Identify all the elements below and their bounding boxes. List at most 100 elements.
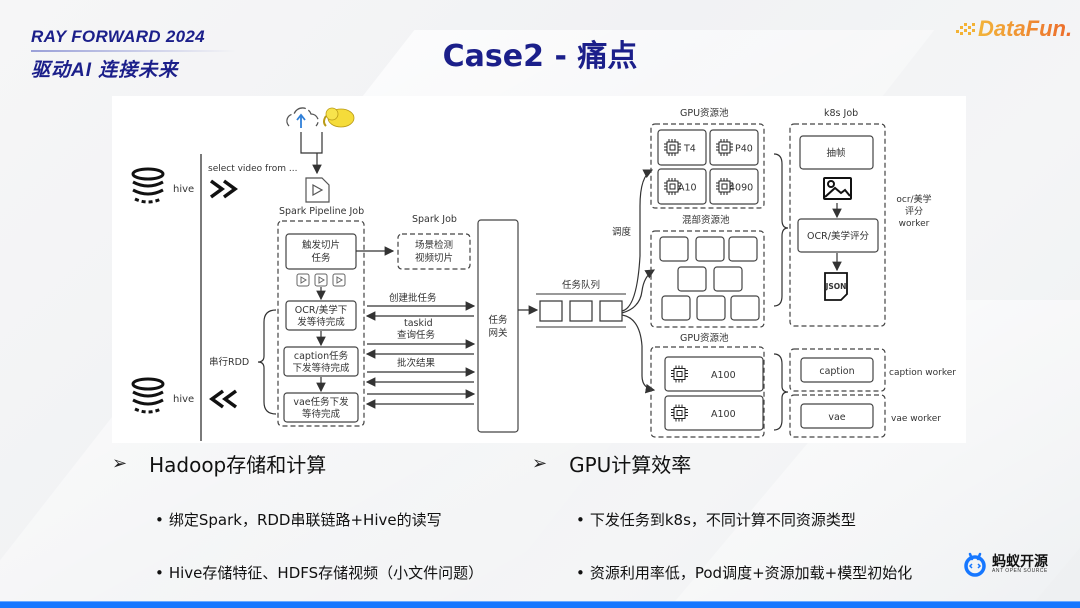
- mixed-pool-title: 混部资源池: [682, 214, 730, 226]
- bullet-dot-icon: •: [576, 564, 585, 582]
- pipeline-step-caption: caption任务 下发等待完成: [284, 347, 358, 376]
- k8s-step-ocr-score: OCR/美学评分: [798, 219, 878, 252]
- task-gateway-box: 任务 网关: [478, 220, 518, 432]
- svg-text:等待完成: 等待完成: [302, 408, 341, 420]
- svg-text:场景检测: 场景检测: [415, 239, 453, 251]
- mixed-pool-nodes: [660, 237, 759, 320]
- pipeline-step-ocr: OCR/美学下 发等待完成: [286, 301, 356, 330]
- datafun-logo-text: DataFun.: [978, 16, 1072, 42]
- section-heading-hadoop: ➢ Hadoop存储和计算: [112, 449, 326, 478]
- schedule-arrow-a100: [622, 315, 654, 390]
- gpu-card: T4: [658, 130, 706, 165]
- section-heading-gpu: ➢ GPU计算效率: [532, 449, 691, 478]
- create-batch-task-label: 创建批任务: [389, 292, 437, 304]
- ant-logo-icon: [962, 551, 988, 577]
- svg-text:发等待完成: 发等待完成: [297, 316, 345, 328]
- svg-text:抽帧: 抽帧: [826, 147, 846, 159]
- serial-rdd-brace: [258, 310, 276, 414]
- svg-text:vae: vae: [828, 412, 845, 423]
- bullet-text: 资源利用率低，Pod调度+资源加载+模型初始化: [590, 564, 912, 582]
- arrow-bullet-icon: ➢: [532, 453, 547, 474]
- query-task-label: 查询任务: [397, 329, 436, 341]
- hive-database-icon: [133, 379, 163, 412]
- bullet-item: •绑定Spark，RDD串联链路+Hive的读写: [155, 509, 442, 530]
- svg-text:JSON: JSON: [825, 282, 847, 291]
- bottom-accent-bar: [0, 602, 1080, 608]
- section-heading-text: Hadoop存储和计算: [149, 449, 326, 478]
- cloud-upload-icon: [287, 108, 318, 128]
- architecture-diagram: hive select video from ... Spark Pipelin…: [112, 96, 966, 443]
- svg-text:caption任务: caption任务: [294, 350, 349, 362]
- arrow-bullet-icon: ➢: [112, 453, 127, 474]
- bullet-text: 绑定Spark，RDD串联链路+Hive的读写: [169, 511, 442, 529]
- taskid-label: taskid: [404, 318, 433, 329]
- svg-text:OCR/美学下: OCR/美学下: [295, 304, 347, 316]
- bullet-item: • 下发任务到k8s，不同计算不同资源类型: [576, 509, 856, 530]
- diagram-canvas: hive select video from ... Spark Pipelin…: [112, 96, 966, 443]
- task-queue-label: 任务队列: [562, 279, 600, 291]
- gpu-card: A10: [658, 169, 706, 204]
- svg-text:OCR/美学评分: OCR/美学评分: [807, 230, 869, 242]
- bullet-item: • 资源利用率低，Pod调度+资源加载+模型初始化: [576, 562, 912, 583]
- hive-bottom-label: hive: [173, 394, 194, 405]
- ant-open-source-logo: 蚂蚁开源 ANT OPEN SOURCE: [962, 551, 1048, 577]
- gpu-label: P40: [735, 144, 753, 155]
- ant-logo-name: 蚂蚁开源: [992, 554, 1048, 568]
- k8s-job-title: k8s Job: [824, 108, 858, 119]
- gpu-card: A100: [665, 357, 763, 391]
- double-chevron-right-icon: [211, 181, 235, 197]
- bullet-dot-icon: •: [155, 564, 164, 582]
- gpu-card: A100: [665, 396, 763, 430]
- bullet-text: Hive存储特征、HDFS存储视频（小文件问题）: [169, 564, 483, 582]
- merge-connector: [301, 132, 322, 153]
- ocr-worker-label-2: 评分: [905, 206, 923, 217]
- ant-logo-subtitle: ANT OPEN SOURCE: [992, 568, 1048, 574]
- image-icon: [824, 178, 851, 199]
- queue-slot: [600, 301, 622, 321]
- ocr-worker-label-3: worker: [899, 219, 930, 229]
- queue-slot: [570, 301, 592, 321]
- svg-text:任务: 任务: [488, 314, 508, 326]
- spark-job-box: 场景检测 视频切片: [398, 234, 470, 269]
- svg-text:触发切片: 触发切片: [302, 239, 340, 251]
- gpu-pool-top-title: GPU资源池: [680, 107, 729, 119]
- hive-top-label: hive: [173, 184, 194, 195]
- queue-slot: [540, 301, 562, 321]
- double-chevron-left-icon: [212, 391, 236, 407]
- bullet-text: 下发任务到k8s，不同计算不同资源类型: [590, 511, 856, 529]
- batch-result-label: 批次结果: [397, 357, 436, 369]
- schedule-label: 调度: [612, 226, 632, 238]
- svg-text:vae任务下发: vae任务下发: [293, 396, 349, 408]
- bullet-item: • Hive存储特征、HDFS存储视频（小文件问题）: [155, 562, 483, 583]
- pipeline-step-vae: vae任务下发 等待完成: [284, 393, 358, 422]
- datafun-dots-icon: [954, 21, 978, 37]
- svg-text:下发等待完成: 下发等待完成: [292, 362, 350, 374]
- section-heading-text: GPU计算效率: [569, 449, 691, 478]
- gpu-label: A100: [711, 409, 736, 420]
- schedule-arrow-gpu: [622, 170, 652, 311]
- k8s-step-frame-extract: 抽帧: [800, 136, 873, 169]
- hive-database-icon: [133, 169, 163, 202]
- a100-brace: [774, 354, 788, 430]
- svg-text:caption: caption: [819, 366, 854, 377]
- pool-brace: [774, 154, 788, 306]
- gpu-label: A100: [711, 370, 736, 381]
- json-file-icon: JSON: [825, 273, 847, 300]
- video-clips-icon: [297, 274, 345, 286]
- ocr-worker-label-1: ocr/美学: [896, 193, 931, 205]
- slide-title: Case2 - 痛点: [0, 31, 1080, 75]
- spark-pipeline-label: Spark Pipeline Job: [279, 206, 364, 217]
- svg-text:网关: 网关: [488, 327, 508, 339]
- gpu-label: T4: [683, 144, 696, 155]
- svg-text:视频切片: 视频切片: [415, 252, 453, 264]
- bullet-dot-icon: •: [576, 511, 585, 529]
- vae-worker-label: vae worker: [891, 414, 941, 424]
- vae-box: vae: [801, 404, 873, 428]
- caption-worker-label: caption worker: [889, 368, 956, 378]
- select-query-label: select video from ...: [208, 164, 297, 174]
- gpu-card: 4090: [710, 169, 758, 204]
- video-file-icon: [306, 178, 329, 202]
- gpu-label: A10: [678, 183, 697, 194]
- gpu-label: 4090: [729, 183, 753, 194]
- spark-job-label: Spark Job: [412, 214, 457, 225]
